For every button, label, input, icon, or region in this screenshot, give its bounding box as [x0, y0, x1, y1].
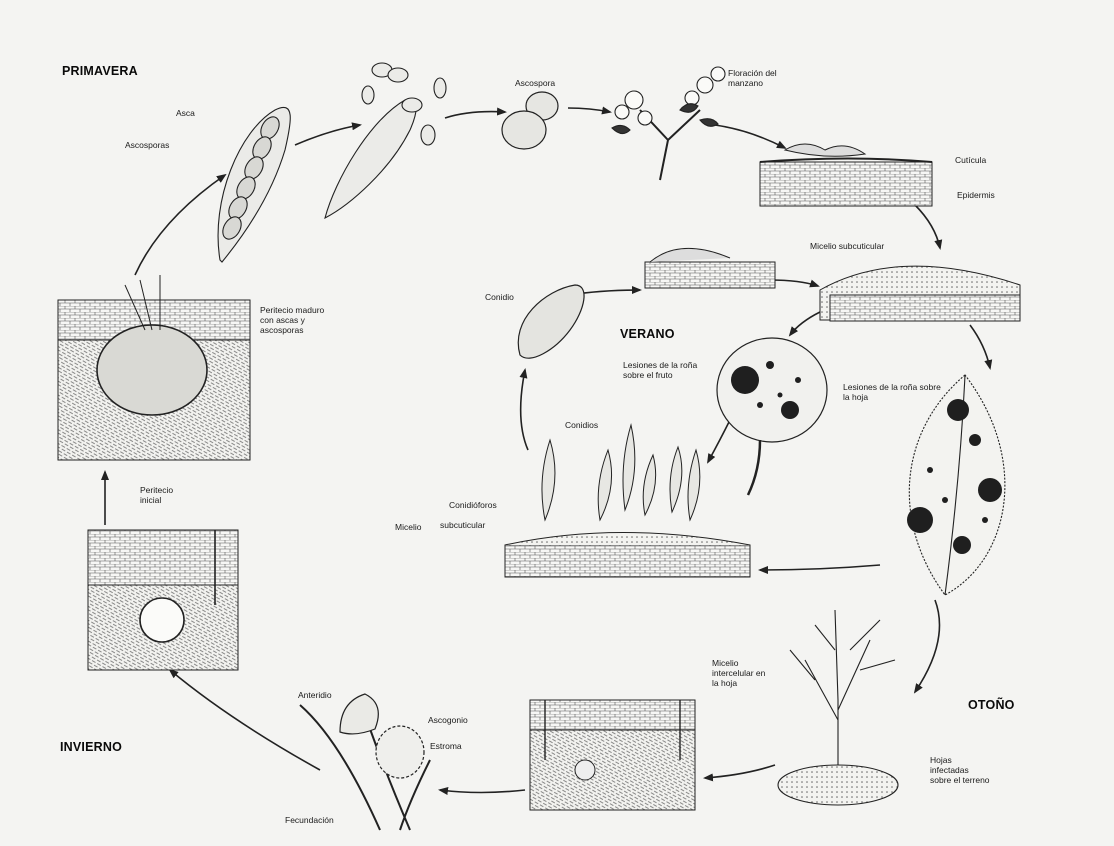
cuticle-infection-drawing: [760, 144, 932, 206]
apple-fruit-drawing: [717, 338, 827, 495]
subcuticular-label: subcuticular: [440, 520, 485, 530]
mature-perithecium-label: Peritecio maduro con ascas y ascosporas: [260, 305, 340, 335]
ascospore-drawing: [502, 92, 558, 149]
conidium-label: Conidio: [485, 292, 514, 302]
fruit-lesion-label: Lesiones de la roña sobre el fruto: [623, 360, 718, 380]
season-winter-label: INVIERNO: [60, 740, 122, 754]
epidermis-label: Epidermis: [957, 190, 995, 200]
season-summer-label: VERANO: [620, 327, 675, 341]
antheridium-label: Anteridio: [298, 690, 332, 700]
intercellular-mycelium-drawing: [530, 700, 695, 810]
mature-perithecium-drawing: [58, 275, 250, 460]
infected-leaf-drawing: [907, 375, 1005, 595]
conidium-drawing: [518, 285, 584, 358]
leaf-lesion-label: Lesiones de la roña sobre la hoja: [843, 382, 943, 402]
conidia-label: Conidios: [565, 420, 598, 430]
subcuticular-mycelium-label: Micelio subcuticular: [810, 241, 884, 251]
bare-tree-drawing: [778, 610, 898, 805]
leaf-surface-drawing: [645, 248, 775, 288]
fallen-leaves-label: Hojas infectadas sobre el terreno: [930, 755, 992, 785]
conidiophores-label: Conidióforos: [449, 500, 497, 510]
conidiophores-drawing: [505, 425, 750, 577]
ascospora-label: Ascospora: [515, 78, 555, 88]
initial-perithecium-label: Peritecio inicial: [140, 485, 190, 505]
apple-blossom-label: Floración del manzano: [728, 68, 803, 88]
asca-drawing: [218, 107, 290, 262]
ascogonium-label: Ascogonio: [428, 715, 468, 725]
stroma-label: Estroma: [430, 741, 462, 751]
asca-label: Asca: [176, 108, 195, 118]
ascosporas-label: Ascosporas: [125, 140, 169, 150]
ascospore-release-drawing: [325, 63, 446, 218]
fertilization-label: Fecundación: [285, 815, 334, 825]
mycelium-label: Micelio: [395, 522, 421, 532]
subcuticular-mycelium-drawing: [820, 266, 1020, 321]
cuticle-label: Cutícula: [955, 155, 986, 165]
initial-perithecium-drawing: [88, 530, 238, 670]
antheridium-ascogonium-drawing: [300, 694, 430, 830]
apple-blossom-drawing: [612, 67, 725, 180]
season-autumn-label: OTOÑO: [968, 698, 1015, 712]
season-spring-label: PRIMAVERA: [62, 64, 138, 78]
intercellular-mycelium-label: Micelio intercelular en la hoja: [712, 658, 774, 688]
